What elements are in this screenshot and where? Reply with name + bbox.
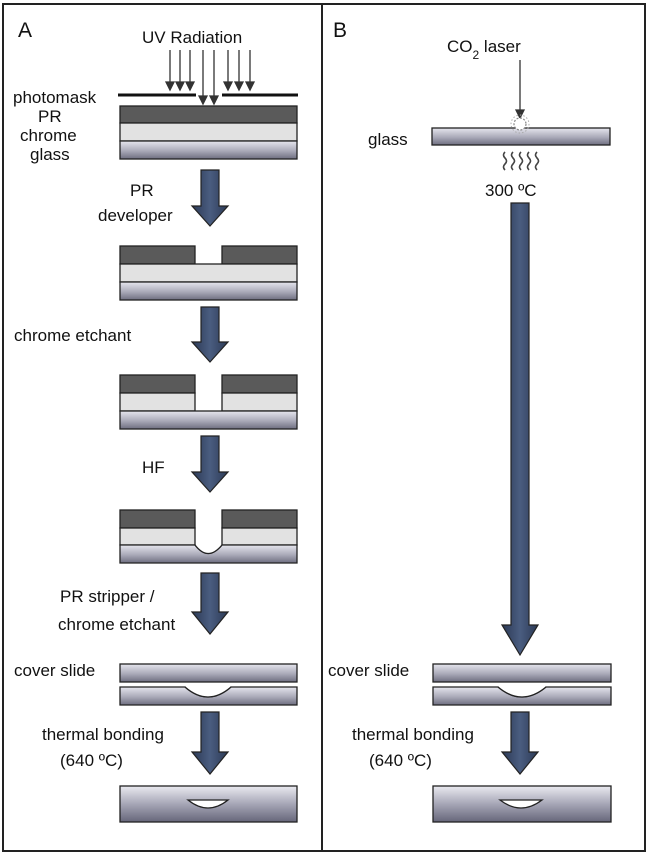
process-arrow	[190, 435, 230, 493]
panel-a: A UV Radiation photomask PR chrome glass	[13, 19, 298, 823]
uv-arrows	[164, 50, 256, 106]
step-hf: HF	[142, 458, 165, 477]
step-pr-stripper-line2: chrome etchant	[58, 615, 175, 634]
uv-radiation-label: UV Radiation	[142, 28, 242, 47]
process-arrow	[190, 711, 230, 775]
glass-plate-b	[431, 127, 611, 146]
panel-a-letter: A	[18, 19, 32, 42]
cover-slide-label-b: cover slide	[328, 661, 409, 680]
photomask-label: photomask	[13, 88, 97, 107]
thermal-bonding-line1-a: thermal bonding	[42, 725, 164, 744]
thermal-bonding-line1-b: thermal bonding	[352, 725, 474, 744]
step-chrome-etchant: chrome etchant	[14, 326, 131, 345]
thermal-bonding-line2-b: (640 ºC)	[369, 751, 432, 770]
process-arrow	[500, 711, 540, 775]
laser-beam	[514, 60, 526, 120]
cover-slide-assembly-b	[432, 663, 612, 706]
pr-label: PR	[38, 107, 62, 126]
step-pr-developer-line1: PR	[130, 181, 154, 200]
glass-label-b: glass	[368, 130, 408, 149]
bonded-device-b	[432, 785, 612, 823]
glass-label: glass	[30, 145, 70, 164]
laser-spot-icon	[510, 114, 530, 134]
initial-stack	[119, 105, 298, 160]
temperature-label: 300 ºC	[485, 181, 537, 200]
process-arrow-long	[500, 202, 540, 657]
process-arrow	[190, 306, 230, 363]
stack-after-hf	[119, 509, 298, 564]
panel-b: B CO2 laser glass 300 ºC cover slide	[328, 19, 612, 823]
thermal-bonding-line2-a: (640 ºC)	[60, 751, 123, 770]
step-pr-developer-line2: developer	[98, 206, 173, 225]
process-arrow	[190, 572, 230, 635]
step-pr-stripper-line1: PR stripper /	[60, 587, 155, 606]
cover-slide-label-a: cover slide	[14, 661, 95, 680]
bonded-device-a	[119, 785, 298, 823]
cover-slide-assembly-a	[119, 663, 298, 706]
panel-b-letter: B	[333, 19, 347, 42]
co2-laser-label: CO2 laser	[447, 37, 521, 62]
stack-after-develop	[119, 245, 298, 301]
process-arrow	[190, 169, 230, 227]
heat-icon	[502, 151, 540, 171]
figure-frame	[2, 3, 646, 852]
chrome-label: chrome	[20, 126, 77, 145]
stack-after-chrome-etch	[119, 374, 298, 430]
